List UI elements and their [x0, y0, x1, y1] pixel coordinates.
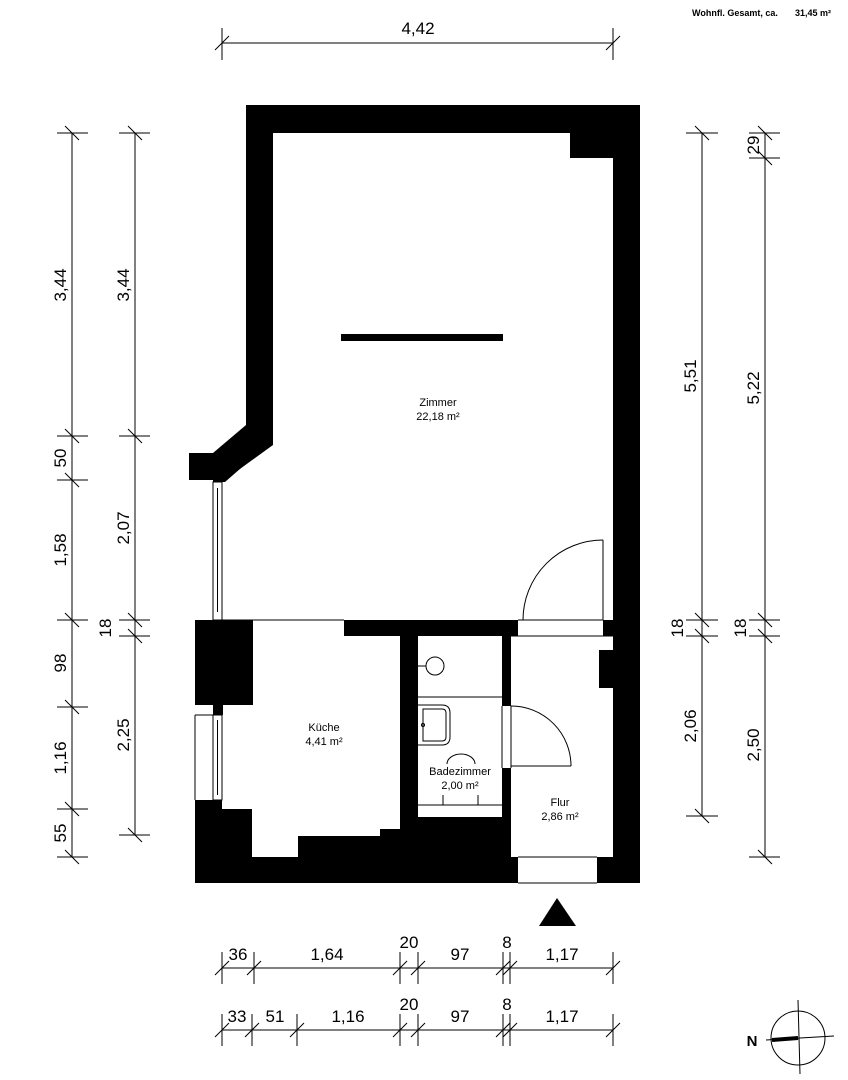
wall-entry-right	[597, 857, 640, 883]
dim-left-inner-2: 18	[96, 619, 115, 638]
dim-left-inner-3: 2,25	[114, 718, 133, 751]
bath-fixtures	[418, 656, 502, 806]
dim-bottom1-4: 8	[502, 933, 511, 952]
dim-bottom2-1: 51	[266, 1007, 285, 1026]
dim-bottom2-2: 1,16	[331, 1007, 364, 1026]
dim-bottom1-3: 97	[451, 945, 470, 964]
dim-left-outer-3: 98	[51, 654, 70, 673]
dimension-labels: 4,42 3,44 50 1,58 98 1,16 55 3,44 2,07 1…	[51, 19, 763, 1026]
room-area-zimmer: 22,18 m²	[416, 411, 460, 423]
zimmer-wall-element	[341, 334, 503, 341]
dim-right-outer-0: 29	[744, 136, 763, 155]
shower-arc-icon	[446, 753, 476, 765]
dim-left-outer-1: 50	[51, 449, 70, 468]
thin-lines	[222, 619, 613, 884]
dim-bottom2-6: 1,17	[545, 1007, 578, 1026]
dim-right-outer-2: 18	[731, 619, 750, 638]
entrance-arrow-icon	[539, 898, 576, 926]
compass-icon: N	[747, 999, 835, 1075]
room-name-badezimmer: Badezimmer	[429, 766, 491, 778]
dim-right-inner-1: 18	[668, 619, 687, 638]
wall-left-upper	[246, 105, 273, 435]
wall-mid-horizontal	[344, 620, 518, 636]
wall-bay-stub	[189, 453, 225, 480]
wall-left-block-edge	[213, 705, 223, 715]
dim-bottom2-4: 97	[451, 1007, 470, 1026]
dim-right-outer-1: 5,22	[744, 371, 763, 404]
dim-top-total: 4,42	[401, 19, 434, 38]
dim-bottom1-2: 20	[400, 933, 419, 952]
dim-left-inner-1: 2,07	[114, 511, 133, 544]
sink-basin-icon	[422, 708, 447, 742]
dim-bottom1-1: 1,64	[310, 945, 343, 964]
wall-right	[613, 105, 640, 883]
doors	[510, 539, 604, 768]
dim-left-outer-4: 1,16	[51, 741, 70, 774]
wall-mid-right-stub	[603, 620, 640, 636]
wall-flur-nub	[599, 650, 613, 688]
wall-notch-top-right	[570, 133, 613, 158]
dim-bottom2-0: 33	[228, 1007, 247, 1026]
windows	[194, 481, 223, 801]
sink-icon	[418, 704, 451, 746]
total-area-value: 31,45 m²	[795, 8, 832, 18]
sink-drain-icon	[421, 723, 425, 727]
dim-bottom1-5: 1,17	[545, 945, 578, 964]
wall-entry-left	[511, 857, 518, 883]
dim-bottom2-5: 8	[502, 995, 511, 1014]
toilet-icon	[425, 656, 445, 676]
dim-left-outer-2: 1,58	[51, 533, 70, 566]
wall-top	[246, 105, 640, 133]
dim-left-inner-0: 3,44	[114, 268, 133, 301]
door-bath-swing	[510, 705, 572, 767]
dim-right-inner-0: 5,51	[681, 359, 700, 392]
room-area-badezimmer: 2,00 m²	[441, 780, 479, 792]
compass-north-label: N	[747, 1033, 758, 1050]
room-area-flur: 2,86 m²	[541, 811, 579, 823]
wall-bay-diagonal-2	[213, 422, 273, 482]
dim-left-outer-0: 3,44	[51, 268, 70, 301]
wall-left-block	[195, 620, 253, 705]
dim-left-outer-5: 55	[51, 824, 70, 843]
walls	[189, 105, 640, 883]
dimension-lines	[57, 28, 780, 1046]
total-area-label: Wohnfl. Gesamt, ca.	[692, 8, 778, 18]
door-zimmer-swing	[522, 539, 604, 621]
dim-bottom1-0: 36	[229, 945, 248, 964]
room-area-kueche: 4,41 m²	[305, 736, 343, 748]
room-name-flur: Flur	[551, 797, 570, 809]
room-name-zimmer: Zimmer	[419, 397, 457, 409]
dim-bottom2-3: 20	[400, 995, 419, 1014]
wall-bath-flur-upper	[502, 636, 511, 706]
room-name-kueche: Küche	[308, 722, 339, 734]
wall-kitchen-bath	[400, 636, 418, 829]
dim-right-outer-3: 2,50	[744, 728, 763, 761]
dim-right-inner-2: 2,06	[681, 709, 700, 742]
room-labels: Zimmer 22,18 m² Küche 4,41 m² Badezimmer…	[305, 397, 579, 823]
wall-bath-bottom	[418, 817, 510, 883]
